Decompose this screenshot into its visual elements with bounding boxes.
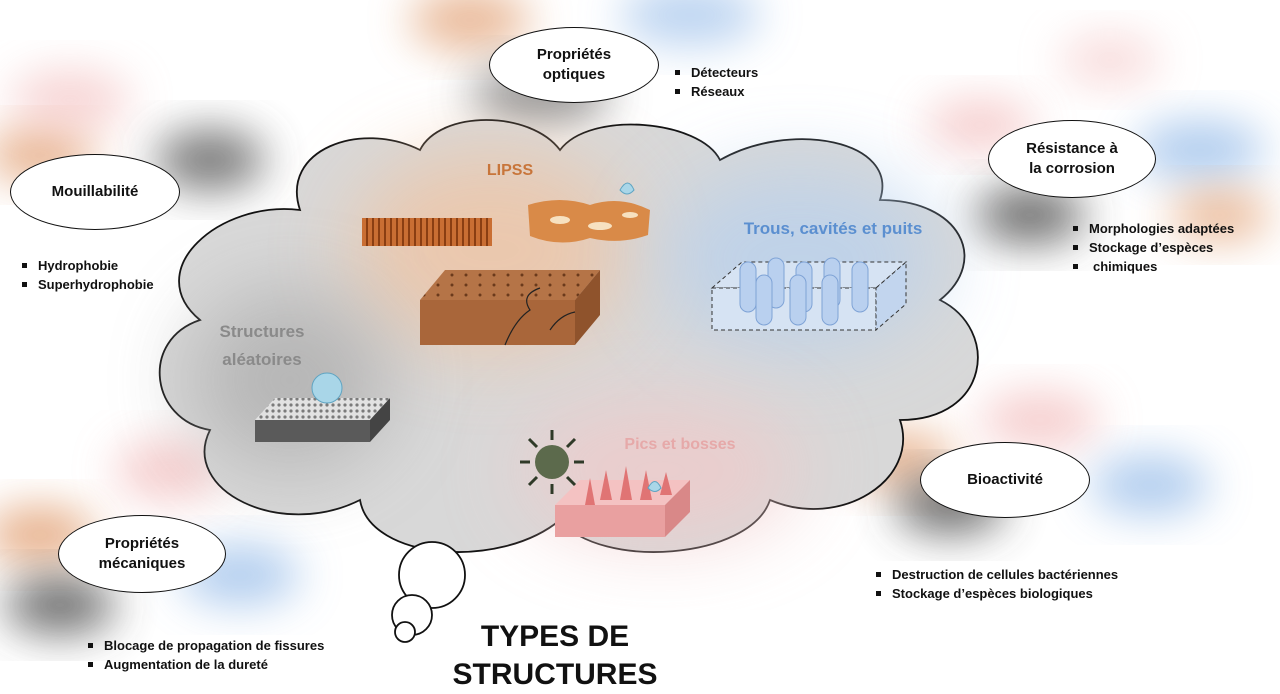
- list-item: Morphologies adaptées: [1073, 219, 1234, 238]
- category-random-line2: aléatoires: [222, 350, 302, 369]
- list-item: Stockage d’espèces biologiques: [876, 584, 1118, 603]
- optics-bullets: Détecteurs Réseaux: [675, 63, 758, 101]
- list-item: Blocage de propagation de fissures: [88, 636, 324, 655]
- oval-mechanics: Propriétés mécaniques: [58, 515, 226, 593]
- title-line1: TYPES DE: [480, 620, 630, 653]
- category-lipss: LIPSS: [470, 162, 550, 180]
- random-illustration: [255, 372, 390, 442]
- corrosion-bullets: Morphologies adaptées Stockage d’espèces…: [1073, 219, 1234, 276]
- category-holes-label: Trous, cavités et puits: [743, 219, 923, 238]
- holes-illustration: [710, 257, 908, 332]
- list-item: Hydrophobie: [22, 256, 154, 275]
- optics-line1: Propriétés: [536, 45, 612, 63]
- bioactivity-bullets: Destruction de cellules bactériennes Sto…: [876, 565, 1118, 603]
- list-item: chimiques: [1073, 257, 1234, 276]
- list-item: Destruction de cellules bactériennes: [876, 565, 1118, 584]
- wettability-bullets: Hydrophobie Superhydrophobie: [22, 256, 154, 294]
- wettability-line1: Mouillabilité: [51, 182, 139, 200]
- category-peaks: Pics et bosses: [600, 436, 760, 454]
- category-holes: Trous, cavités et puits: [718, 219, 948, 239]
- category-peaks-label: Pics et bosses: [624, 436, 736, 453]
- optics-line2: optiques: [542, 66, 606, 83]
- list-item: Détecteurs: [675, 63, 758, 82]
- diagram-title: TYPES DE STRUCTURES: [430, 618, 680, 694]
- oval-wettability: Mouillabilité: [10, 154, 180, 230]
- corrosion-bullet-continuation: chimiques: [1093, 259, 1158, 274]
- oval-bioactivity: Bioactivité: [920, 442, 1090, 518]
- thought-bubbles: [391, 541, 466, 643]
- list-item: Réseaux: [675, 82, 758, 101]
- mechanics-line1: Propriétés: [104, 534, 180, 552]
- mechanics-bullets: Blocage de propagation de fissures Augme…: [88, 636, 324, 674]
- title-line2: STRUCTURES: [452, 658, 658, 691]
- mechanics-line2: mécaniques: [98, 555, 186, 572]
- corrosion-line1: Résistance à: [1026, 139, 1118, 157]
- bioactivity-line1: Bioactivité: [967, 470, 1043, 488]
- peaks-illustration: [520, 430, 690, 537]
- list-item: Augmentation de la dureté: [88, 655, 324, 674]
- oval-optics: Propriétés optiques: [489, 27, 659, 103]
- lipss-illustrations: [362, 182, 650, 346]
- corrosion-line2: la corrosion: [1029, 160, 1115, 177]
- category-lipss-label: LIPSS: [486, 162, 534, 179]
- list-item: Stockage d’espèces: [1073, 238, 1234, 257]
- category-random-line1: Structures: [219, 322, 305, 341]
- oval-corrosion: Résistance à la corrosion: [988, 120, 1156, 198]
- list-item: Superhydrophobie: [22, 275, 154, 294]
- category-random: Structures aléatoires: [198, 318, 326, 374]
